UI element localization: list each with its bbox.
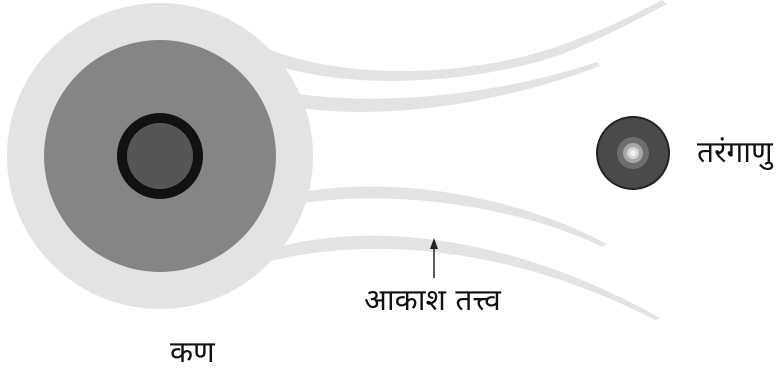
small-particle-center <box>630 150 636 156</box>
label-wave-particle: तरंगाणु <box>697 138 773 168</box>
particle-core <box>127 123 193 189</box>
large-particle <box>7 3 313 309</box>
small-particle <box>596 116 670 190</box>
label-ether: आकाश तत्त्व <box>364 286 501 316</box>
label-particle: कण <box>170 338 215 368</box>
field-line-upper-outer <box>240 0 667 81</box>
